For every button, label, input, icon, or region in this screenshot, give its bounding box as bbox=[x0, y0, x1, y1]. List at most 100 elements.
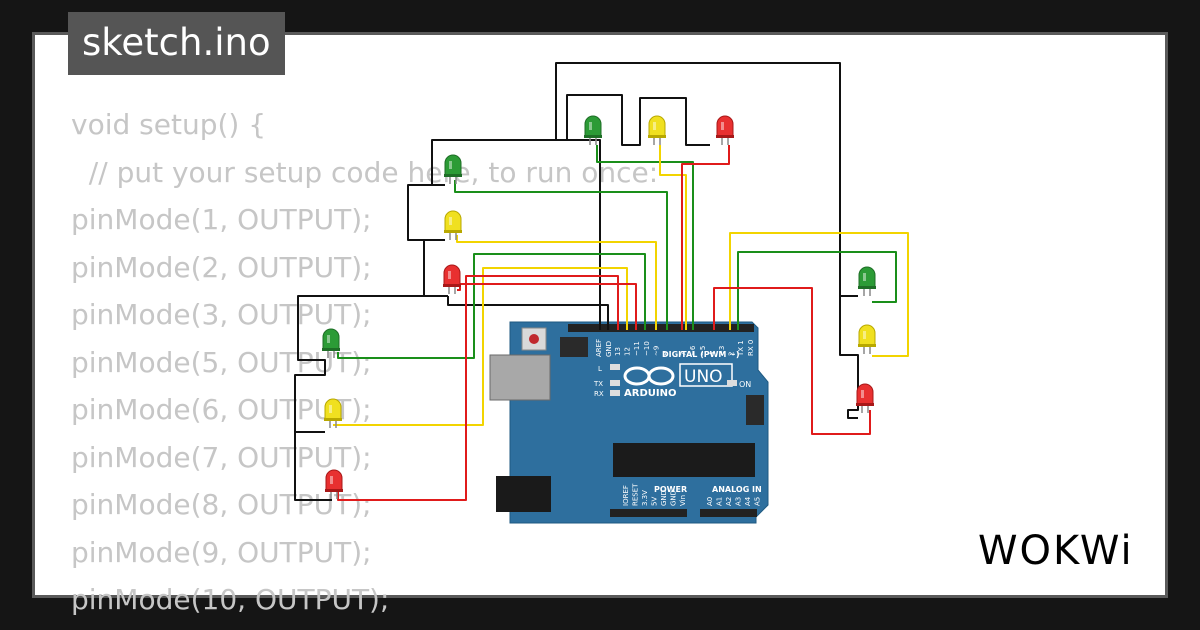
digital-pin-label: 4 bbox=[708, 351, 716, 356]
led-yellow-left[interactable] bbox=[444, 210, 462, 240]
led-red-left[interactable] bbox=[443, 264, 461, 294]
digital-pin-label: 12 bbox=[624, 347, 632, 356]
analog-pin-label: A0 bbox=[706, 497, 714, 506]
wire-gnd-leftside[interactable] bbox=[294, 295, 448, 433]
digital-header-label: DIGITAL (PWM ~) bbox=[662, 350, 740, 359]
code-editor-background: void setup() { // put your setup code he… bbox=[71, 101, 658, 624]
wire-green-left[interactable] bbox=[454, 180, 668, 330]
wire-red-bottom[interactable] bbox=[337, 275, 619, 501]
gnd-label: GND bbox=[605, 341, 613, 357]
code-line: void setup() { bbox=[71, 108, 267, 141]
power-pin-label: IOREF bbox=[622, 485, 630, 506]
wire-yellow-left[interactable] bbox=[456, 235, 657, 330]
wire-gnd-leftside-low[interactable] bbox=[294, 431, 332, 501]
arduino-uno-board[interactable]: UNO ARDUINO DIGITAL (PWM ~) POWER ANALOG… bbox=[489, 321, 769, 524]
digital-pin-label: 8 bbox=[662, 352, 670, 356]
led-yellow-right[interactable] bbox=[858, 324, 876, 354]
digital-pin-label: 7 bbox=[680, 352, 688, 356]
tx-led bbox=[610, 380, 620, 386]
digital-pin-label: ~9 bbox=[652, 346, 660, 356]
led-green-bottom[interactable] bbox=[322, 328, 340, 358]
wire-gnd-left-mid[interactable] bbox=[407, 184, 445, 241]
led-yellow-bottom[interactable] bbox=[324, 398, 342, 428]
digital-pin-label: ~5 bbox=[699, 346, 707, 356]
code-line: pinMode(7, OUTPUT); bbox=[71, 440, 372, 474]
wires bbox=[294, 62, 909, 501]
rx-label: RX bbox=[594, 390, 604, 398]
wire-gnd-left-low[interactable] bbox=[423, 239, 448, 297]
code-line: pinMode(9, OUTPUT); bbox=[71, 535, 372, 569]
wire-yellow-bottom[interactable] bbox=[333, 267, 628, 426]
icsp-header-top bbox=[560, 337, 588, 357]
on-led bbox=[727, 380, 737, 386]
digital-pin-label: ~3 bbox=[718, 346, 726, 356]
digital-pin-label: ~10 bbox=[643, 341, 651, 356]
power-pin-label: Vin bbox=[679, 495, 687, 506]
code-line: pinMode(1, OUTPUT); bbox=[71, 203, 372, 236]
wire-gnd-left-bot[interactable] bbox=[447, 296, 609, 330]
digital-pin-label: 13 bbox=[614, 347, 622, 356]
power-jack bbox=[496, 476, 551, 512]
l-led bbox=[610, 364, 620, 370]
uno-label: UNO bbox=[684, 367, 723, 387]
wire-yellow-right[interactable] bbox=[729, 232, 909, 357]
analog-pin-label: A5 bbox=[754, 497, 762, 506]
tx-label: TX bbox=[593, 380, 603, 388]
wokwi-logo: WOKWi bbox=[978, 528, 1134, 574]
digital-header bbox=[568, 324, 754, 332]
power-pin-label: 5V bbox=[651, 497, 659, 506]
led-green-left[interactable] bbox=[444, 154, 462, 184]
analog-pin-label: A1 bbox=[716, 497, 724, 506]
code-line: pinMode(2, OUTPUT); bbox=[71, 250, 372, 284]
analog-pin-label: A2 bbox=[725, 497, 733, 506]
leds bbox=[322, 115, 876, 499]
uno-badge bbox=[679, 363, 733, 387]
led-red-right[interactable] bbox=[856, 383, 874, 413]
led-red-top[interactable] bbox=[716, 115, 734, 145]
power-label: POWER bbox=[654, 485, 687, 494]
led-green-right[interactable] bbox=[858, 266, 876, 296]
power-pin-label: RESET bbox=[632, 483, 640, 506]
code-line: pinMode(10, OUTPUT); bbox=[71, 583, 390, 616]
wire-yellow-top[interactable] bbox=[659, 145, 687, 330]
code-line: pinMode(3, OUTPUT); bbox=[71, 298, 372, 331]
led-yellow-top[interactable] bbox=[648, 115, 666, 145]
power-pin-label: 3.3V bbox=[641, 490, 649, 506]
arduino-logo-icon bbox=[623, 366, 675, 386]
digital-pin-label: RX 0 bbox=[747, 340, 755, 356]
wire-green-bottom[interactable] bbox=[337, 253, 646, 359]
file-tab[interactable]: sketch.ino bbox=[68, 12, 285, 75]
analog-header bbox=[700, 509, 757, 517]
file-tab-title: sketch.ino bbox=[82, 21, 271, 64]
led-green-top[interactable] bbox=[584, 115, 602, 145]
code-line: // put your setup code here, to run once… bbox=[71, 155, 659, 189]
analog-label: ANALOG IN bbox=[712, 485, 762, 494]
power-pin-label: GND bbox=[660, 490, 668, 506]
power-pin-label: GND bbox=[670, 490, 678, 506]
reset-button-cap bbox=[529, 334, 539, 344]
usb-connector bbox=[489, 354, 551, 401]
led-red-bottom[interactable] bbox=[325, 469, 343, 499]
l-label: L bbox=[598, 365, 602, 373]
digital-pin-label: TX 1 bbox=[737, 340, 745, 357]
wire-green-right[interactable] bbox=[737, 251, 897, 330]
code-line: pinMode(5, OUTPUT); bbox=[71, 345, 372, 379]
rx-led bbox=[610, 390, 620, 396]
wire-green-top[interactable] bbox=[596, 145, 694, 330]
aref-label: AREF bbox=[595, 339, 603, 357]
analog-pin-label: A3 bbox=[735, 497, 743, 506]
digital-pin-label: ~6 bbox=[689, 345, 697, 356]
power-header bbox=[610, 509, 687, 517]
analog-pin-label: A4 bbox=[744, 496, 752, 506]
wire-gnd-loop-top[interactable] bbox=[555, 62, 858, 297]
wire-red-right[interactable] bbox=[713, 287, 871, 435]
wire-red-top[interactable] bbox=[681, 145, 730, 330]
digital-pin-label: 2 bbox=[728, 352, 736, 356]
atmega-chip bbox=[613, 443, 755, 477]
wire-gnd-right[interactable] bbox=[839, 296, 859, 419]
digital-pin-label: ~11 bbox=[633, 341, 641, 356]
